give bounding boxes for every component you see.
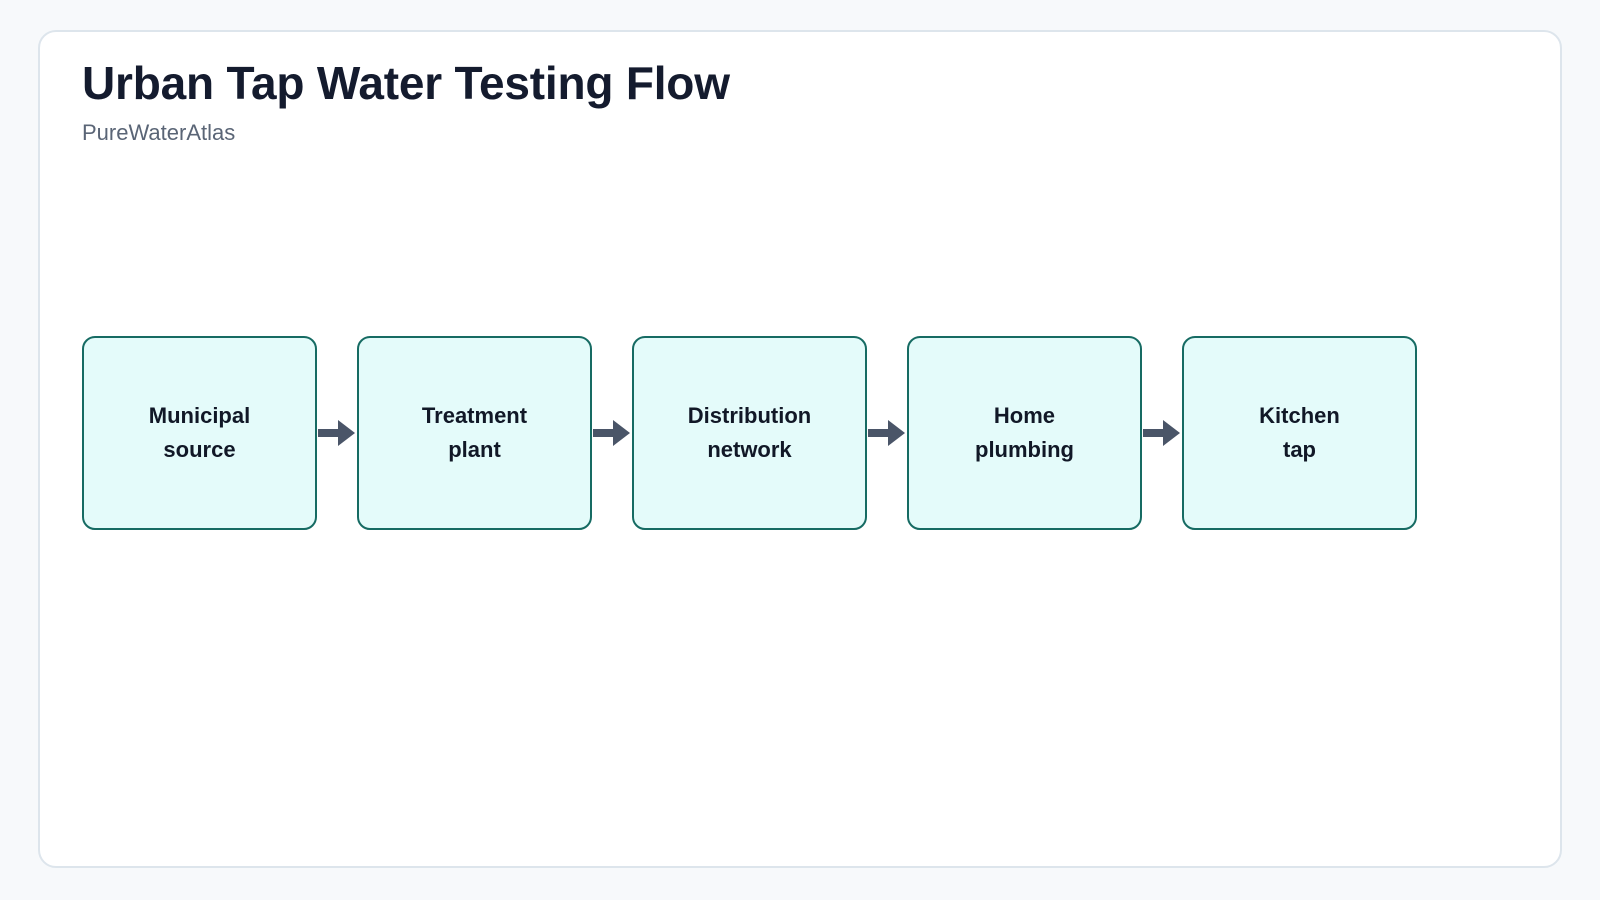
flow-node-label: Municipal source: [148, 402, 251, 462]
flow-node-home-plumbing[interactable]: Home plumbing: [907, 336, 1142, 530]
arrow-right-icon: [1143, 420, 1180, 446]
flow-connector-4: [1142, 336, 1182, 530]
page-title: Urban Tap Water Testing Flow: [82, 57, 730, 109]
arrow-right-icon: [868, 420, 905, 446]
flow-connector-2: [592, 336, 632, 530]
flow-connector-3: [867, 336, 907, 530]
page-subtitle: PureWaterAtlas: [82, 120, 236, 146]
header: Urban Tap Water Testing Flow PureWaterAt…: [82, 56, 1482, 147]
flow-connector-1: [317, 336, 357, 530]
flow-node-label: Home plumbing: [975, 402, 1074, 462]
flow-node-distribution-network[interactable]: Distribution network: [632, 336, 867, 530]
flow-node-municipal-source[interactable]: Municipal source: [82, 336, 317, 530]
arrow-right-icon: [593, 420, 630, 446]
flow-node-treatment-plant[interactable]: Treatment plant: [357, 336, 592, 530]
flow-node-kitchen-tap[interactable]: Kitchen tap: [1182, 336, 1417, 530]
flow-node-label: Treatment plant: [421, 402, 528, 462]
flow-node-label: Kitchen tap: [1259, 402, 1340, 462]
diagram-card: Urban Tap Water Testing Flow PureWaterAt…: [38, 30, 1562, 868]
flow-sequence: Municipal source Treatment plant Distrib…: [82, 336, 1417, 530]
arrow-right-icon: [318, 420, 355, 446]
flow-node-label: Distribution network: [687, 402, 812, 462]
